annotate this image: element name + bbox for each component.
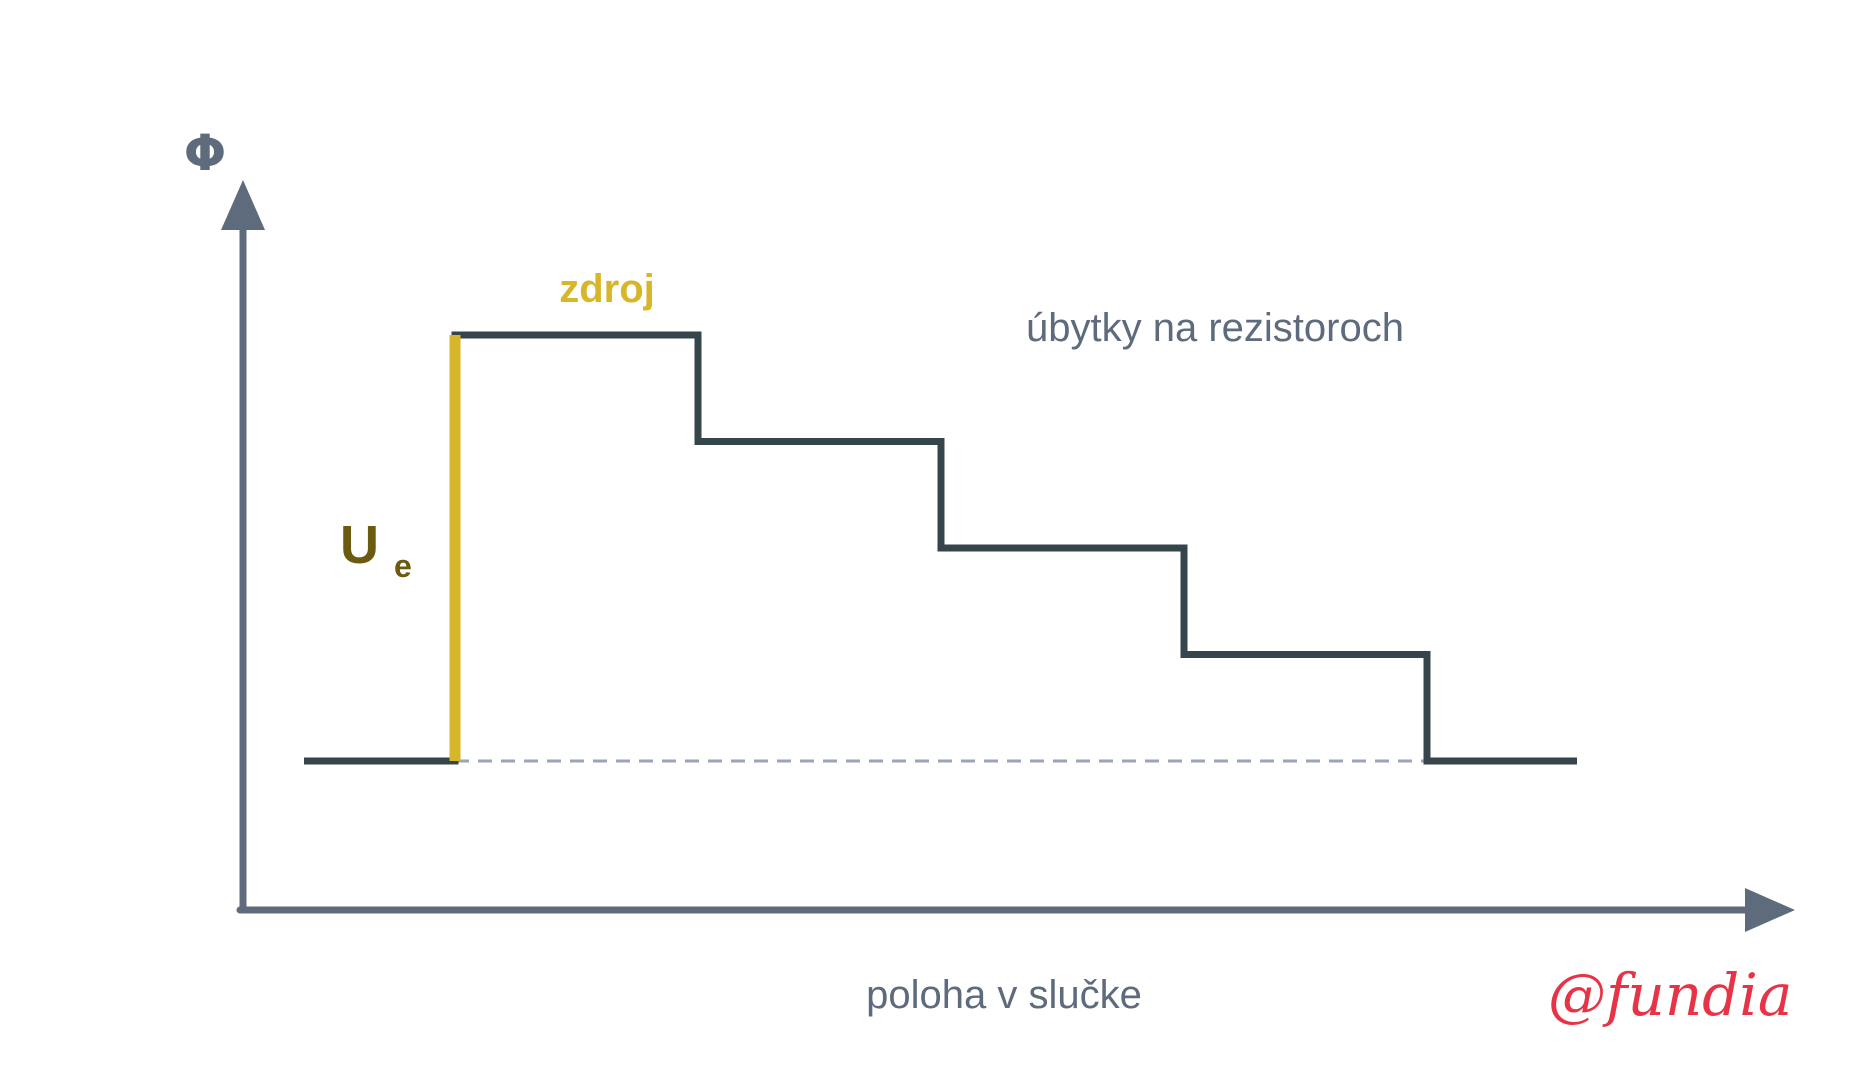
emf-label: U e <box>340 515 412 584</box>
x-axis-label: poloha v slučke <box>866 973 1142 1017</box>
emf-label-subscript: e <box>394 548 412 584</box>
potential-profile-line <box>304 331 1577 765</box>
brand-logo: @fundia <box>1548 961 1792 1029</box>
emf-label-main: U <box>340 515 379 575</box>
x-axis-arrow-icon <box>1745 888 1795 932</box>
y-axis-arrow-icon <box>221 180 265 230</box>
resistor-drops-label: úbytky na rezistoroch <box>1026 306 1404 350</box>
y-axis-label: Φ <box>184 124 227 182</box>
source-label: zdroj <box>559 267 655 311</box>
